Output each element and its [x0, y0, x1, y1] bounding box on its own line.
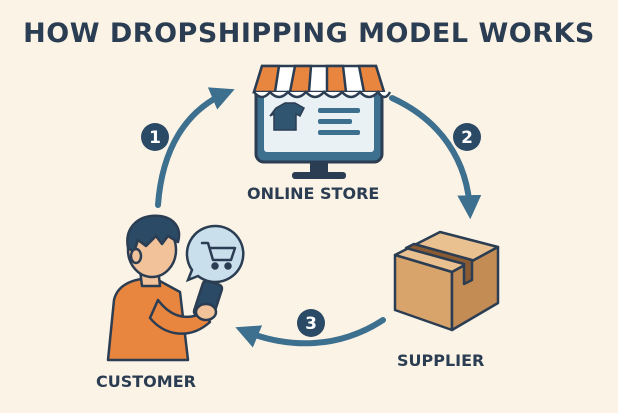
customer-with-phone-icon [106, 214, 224, 362]
online-store-icon [252, 64, 392, 179]
package-box-icon [393, 230, 500, 332]
shopping-cart-icon [200, 241, 237, 270]
svg-text:3: 3 [305, 314, 317, 334]
cart-speech-bubble-icon [185, 224, 245, 284]
svg-text:1: 1 [149, 128, 161, 148]
step-badge-2: 2 [453, 123, 481, 151]
arrow-step-1 [155, 87, 235, 208]
online-store-label: ONLINE STORE [247, 184, 380, 203]
svg-text:2: 2 [461, 128, 473, 148]
step-badge-1: 1 [141, 123, 169, 151]
arrow-step-2 [389, 95, 482, 220]
shirt-icon [269, 102, 305, 131]
customer-label: CUSTOMER [96, 372, 196, 391]
supplier-label: SUPPLIER [397, 351, 485, 370]
diagram-title: HOW DROPSHIPPING MODEL WORKS [23, 18, 595, 49]
step-badge-3: 3 [297, 309, 325, 337]
arrow-step-3 [235, 317, 386, 348]
